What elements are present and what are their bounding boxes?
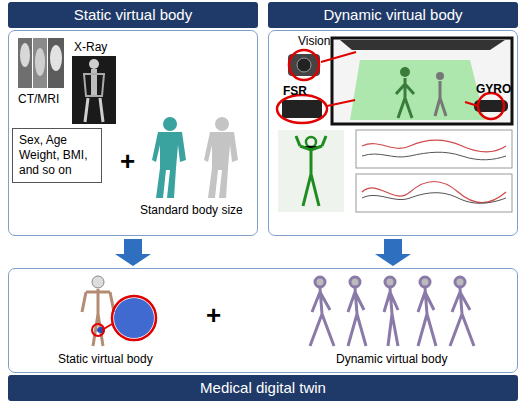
part-label: X-Ray [74,40,107,54]
plus-sign: + [120,146,135,176]
info-box: Sex, Age Weight, BMI, and so on [12,128,102,183]
part-label: Dynamic virtual body [336,352,447,366]
part-label: Static virtual body [58,352,153,366]
walking-skeletons [310,277,474,346]
part-label: FSR [283,84,307,98]
box-text: Sex, Age Weight, BMI, and so on [19,133,95,178]
block-arrow [115,239,151,266]
static-skeleton [82,276,156,346]
body-models [152,117,238,198]
panel-border [268,30,518,236]
section-panel: Medical digital twin [8,268,518,401]
skeleton-capture [278,130,344,212]
header-band: Dynamic virtual body [268,2,518,28]
part-label: GYRO [476,82,511,96]
header-band: Medical digital twin [8,375,518,401]
capture-setup [277,38,512,124]
plus-sign: + [206,300,221,330]
section-panel: Static virtual bodySex, Age Weight, BMI,… [8,2,258,236]
header-band: Static virtual body [8,2,258,28]
xray-image [72,56,116,124]
part-label: Vision [298,34,330,48]
part-label: Standard body size [140,203,243,217]
ct-images [18,38,64,88]
signal-plots [356,130,512,212]
part-label: CT/MRI [18,92,59,106]
block-arrow [375,239,411,266]
